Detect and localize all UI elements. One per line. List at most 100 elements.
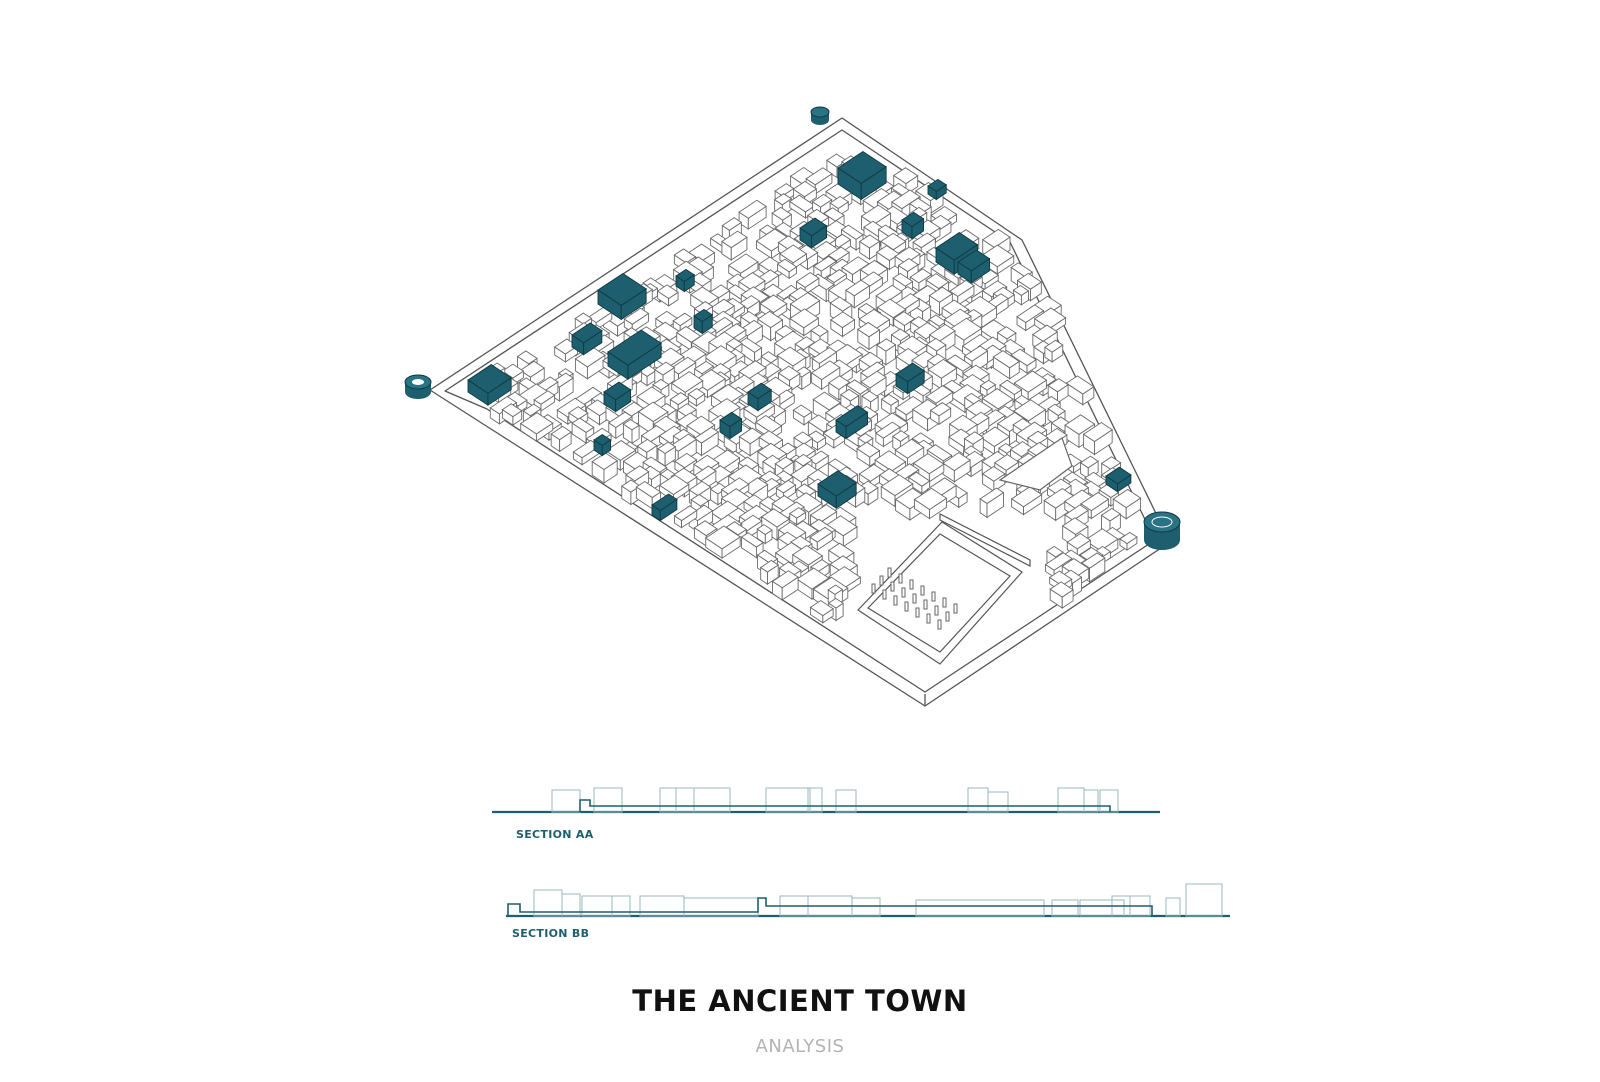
building-block <box>673 505 698 529</box>
highlighted-building <box>837 150 887 201</box>
section-elevation <box>561 893 581 917</box>
tower-north <box>810 106 830 125</box>
highlighted-building <box>571 322 603 356</box>
building-block <box>704 525 741 559</box>
building-block <box>810 360 841 391</box>
tower-west <box>404 374 432 399</box>
building-block <box>721 230 748 261</box>
building-block <box>656 284 679 307</box>
building-block <box>501 403 523 426</box>
building-block <box>992 350 1021 380</box>
highlighted-building <box>603 381 632 413</box>
highlighted-building <box>901 211 925 240</box>
building-block <box>789 308 820 337</box>
building-block <box>1119 531 1138 551</box>
building-block <box>574 346 606 380</box>
building-block <box>912 453 945 483</box>
section-elevation <box>1057 787 1085 813</box>
building-block <box>875 421 901 448</box>
building-block <box>756 524 773 545</box>
section-aa-label: SECTION AA <box>516 828 594 841</box>
building-block <box>1065 375 1095 406</box>
building-block <box>738 427 764 457</box>
courtyard-column <box>890 581 895 592</box>
highlighted-building <box>895 362 926 395</box>
courtyard-column <box>923 599 928 610</box>
building-block <box>740 532 764 559</box>
section-elevation <box>675 787 695 813</box>
building-block <box>622 418 640 445</box>
building-block <box>942 452 971 483</box>
building-block <box>809 599 834 624</box>
courtyard-column <box>937 619 942 630</box>
courtyard-column <box>893 595 898 606</box>
page-subtitle: ANALYSIS <box>755 1036 845 1057</box>
highlighted-building <box>693 308 714 335</box>
highlighted-building <box>957 249 991 284</box>
courtyard-column <box>920 585 925 596</box>
courtyard-column <box>931 591 936 602</box>
building-block <box>809 526 834 551</box>
section-elevation <box>1079 899 1125 917</box>
highlighted-building <box>597 272 647 321</box>
section-elevation <box>593 787 623 813</box>
building-block <box>913 487 948 520</box>
page-title: THE ANCIENT TOWN <box>632 984 968 1018</box>
highlighted-buildings <box>467 150 1132 522</box>
section-bb-drawing <box>506 883 1230 918</box>
courtyard-column <box>887 567 892 578</box>
corner-towers <box>404 106 1181 550</box>
section-elevation <box>1165 897 1181 917</box>
courtyard-column <box>871 583 876 594</box>
courtyard-column <box>909 579 914 590</box>
building-block <box>620 479 641 506</box>
highlighted-building <box>927 178 948 201</box>
courtyard-column <box>898 573 903 584</box>
building-block <box>1049 581 1074 609</box>
section-elevation <box>987 791 1009 813</box>
section-elevation <box>1083 789 1099 813</box>
building-block <box>550 425 572 453</box>
courtyard-column <box>912 593 917 604</box>
section-elevation <box>551 789 581 813</box>
building-block <box>1079 455 1099 480</box>
section-elevation <box>581 895 613 917</box>
building-block <box>1010 486 1043 516</box>
building-block <box>1082 421 1113 456</box>
courtyard-column <box>879 575 884 586</box>
building-block <box>1066 533 1092 558</box>
highlighted-building <box>1105 466 1132 493</box>
highlighted-building <box>607 329 662 381</box>
highlighted-building <box>747 382 773 412</box>
building-block <box>830 311 856 338</box>
highlighted-building <box>817 470 857 509</box>
highlighted-building <box>799 217 828 249</box>
building-block <box>1047 378 1069 404</box>
highlighted-building <box>467 364 512 407</box>
building-block <box>738 199 767 230</box>
section-aa-drawing <box>492 787 1160 814</box>
highlighted-building <box>719 411 743 440</box>
highlighted-building <box>675 268 696 293</box>
section-elevation <box>835 789 857 813</box>
building-block <box>979 487 1005 519</box>
section-elevation <box>915 899 1045 917</box>
section-elevation <box>765 787 811 813</box>
section-elevation <box>1185 883 1223 917</box>
courtyard-column <box>953 603 958 614</box>
building-block <box>788 507 807 526</box>
section-elevation <box>967 787 989 813</box>
building-block <box>856 441 881 468</box>
building-block <box>776 258 798 280</box>
building-block <box>657 441 677 467</box>
courtyard-column <box>926 613 931 624</box>
building-block <box>533 390 556 412</box>
courtyard-column <box>934 605 939 616</box>
courtyard-column <box>942 597 947 608</box>
building-block <box>856 321 881 351</box>
highlighted-building <box>593 433 612 457</box>
section-cut-profile <box>579 799 1111 812</box>
section-elevation <box>639 895 685 917</box>
building-block <box>1044 339 1064 363</box>
building-block <box>591 452 618 484</box>
